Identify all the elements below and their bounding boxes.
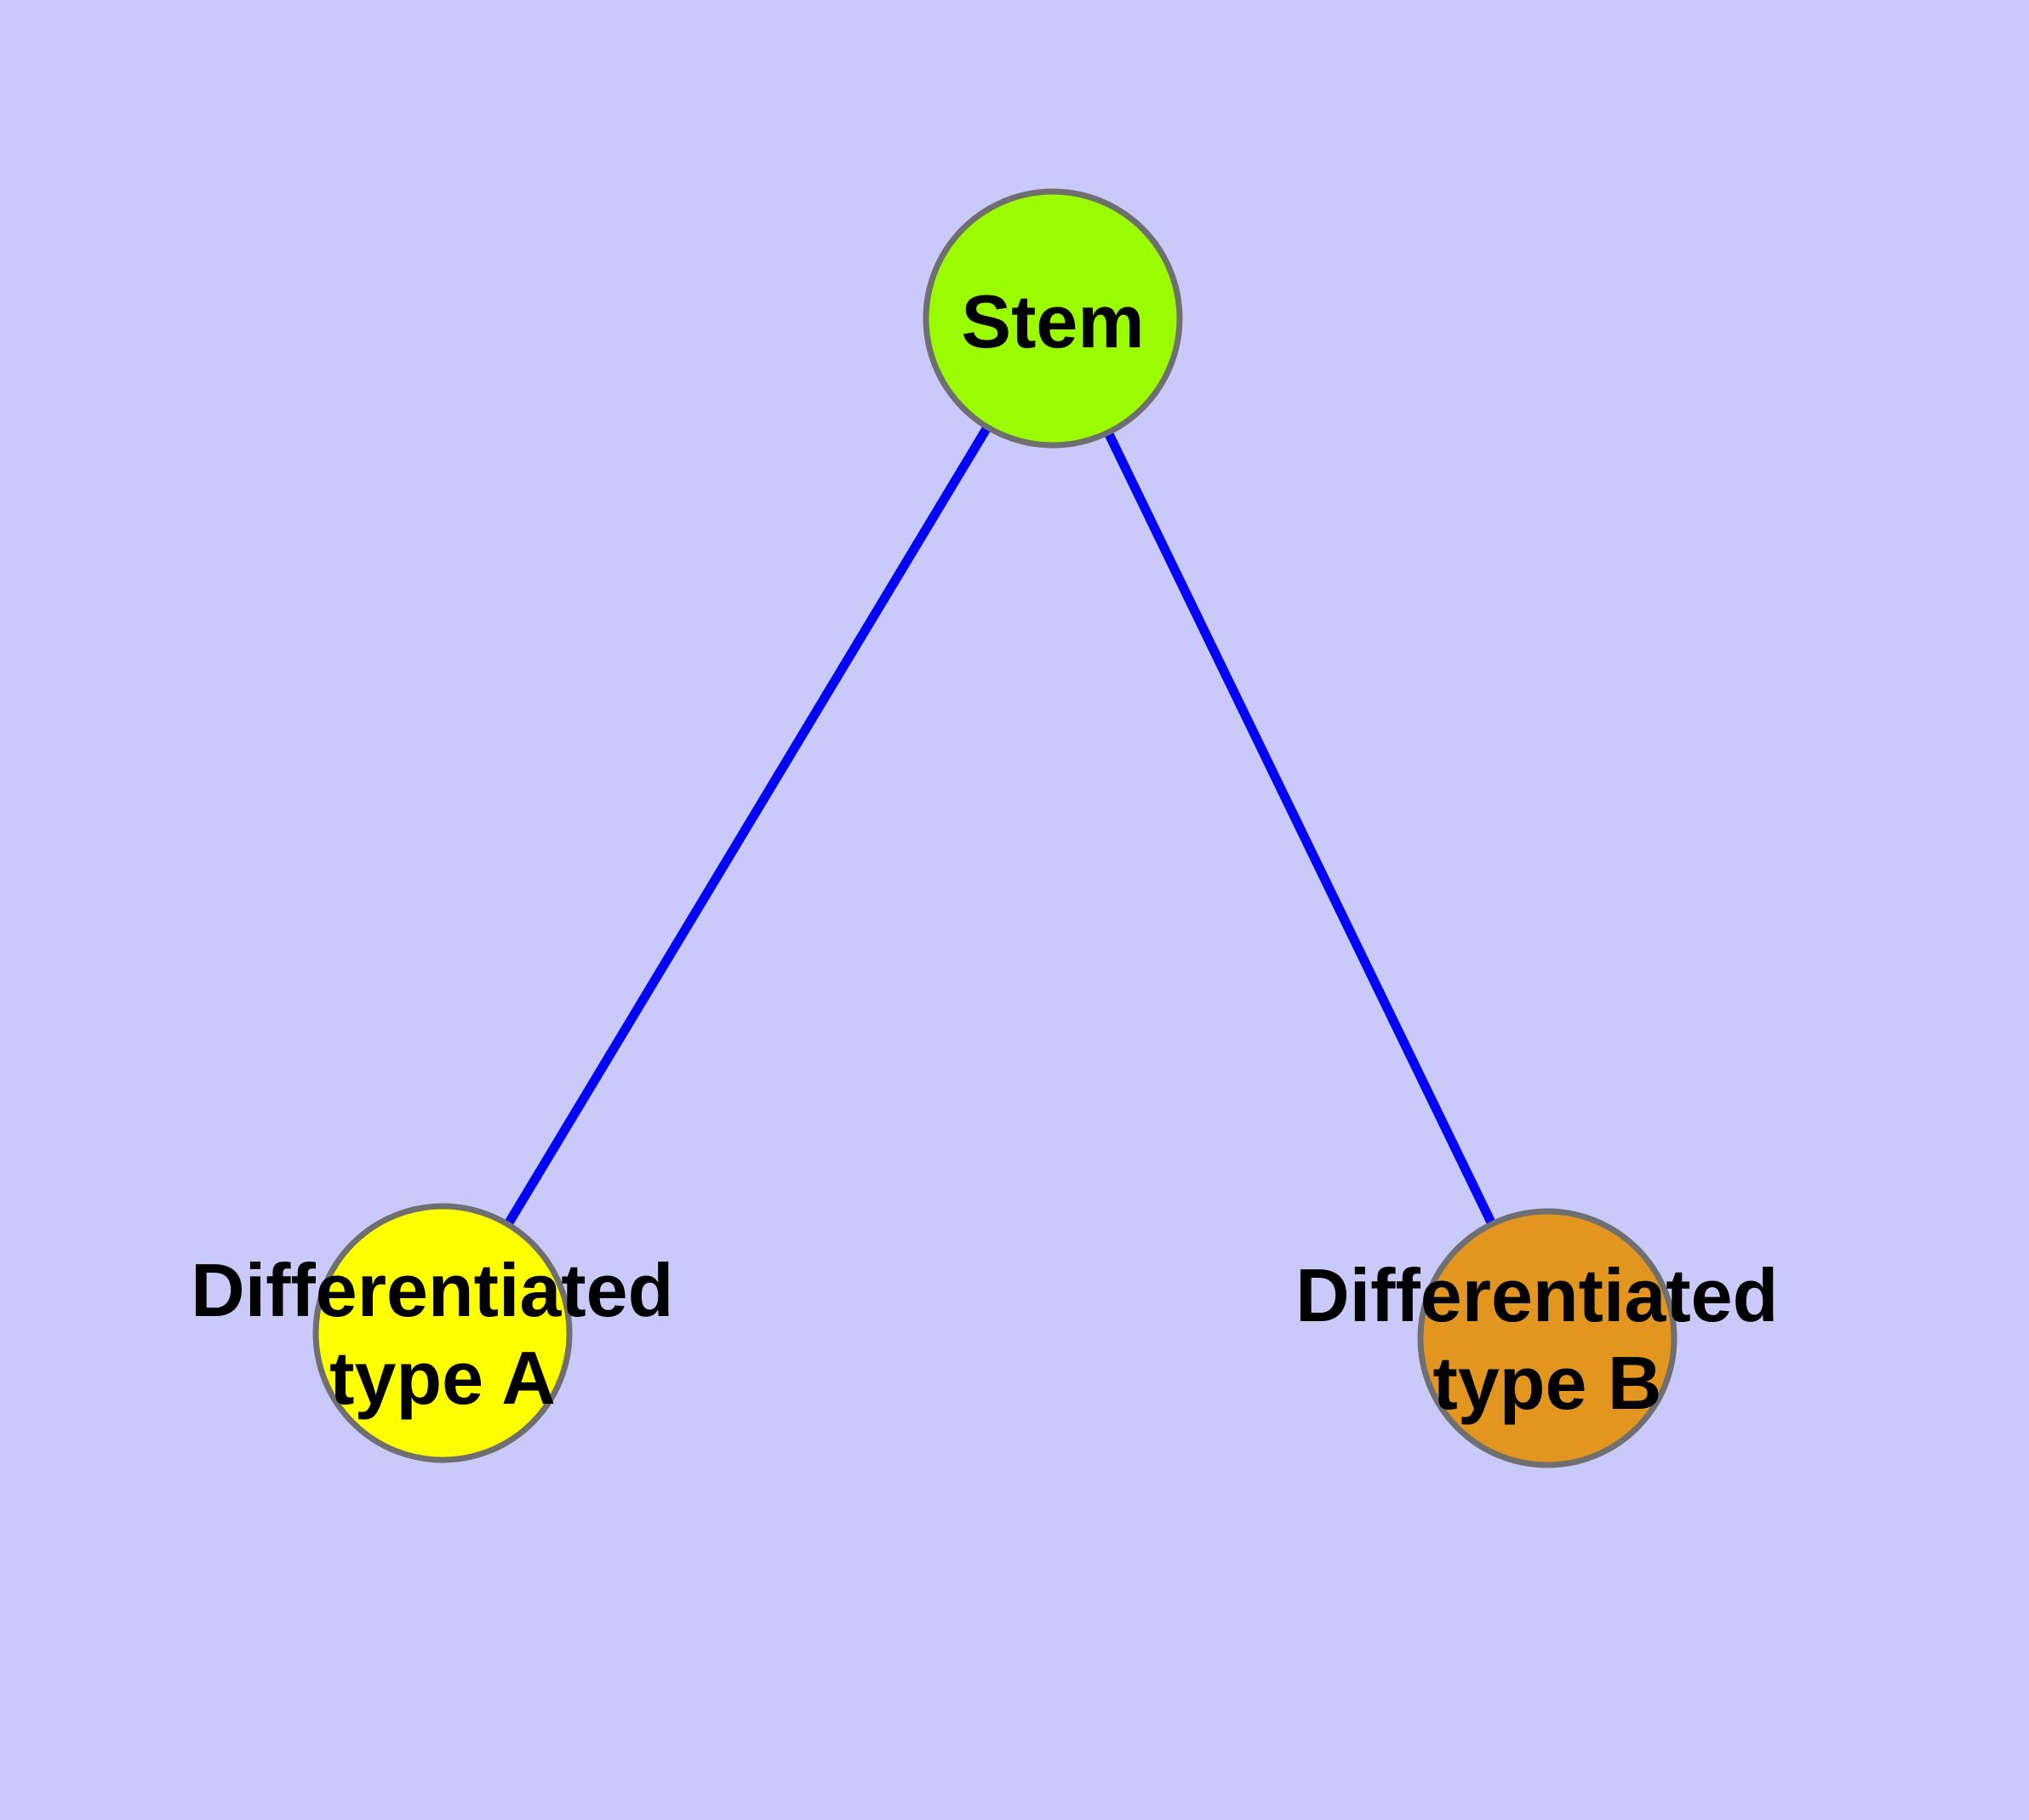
differentiated-type-b-label-line1: Differentiated <box>1295 1253 1778 1337</box>
edge-stem-to-differentiated-type-a <box>438 316 1057 1336</box>
differentiated-type-a-label-line1: Differentiated <box>191 1248 673 1332</box>
node-differentiated-type-b: Differentiated type B <box>1295 1208 1799 1468</box>
differentiated-type-a-node-circle <box>312 1203 573 1463</box>
differentiated-type-b-label-line2: type B <box>1433 1341 1662 1425</box>
differentiated-type-b-node-circle <box>1417 1208 1677 1468</box>
stem-node-circle <box>923 188 1183 449</box>
differentiated-type-b-node-label: Differentiated type B <box>1295 1253 1799 1425</box>
stem-node-label: Stem <box>961 279 1144 363</box>
differentiated-type-a-node-label: Differentiated type A <box>191 1248 694 1420</box>
node-stem: Stem <box>923 188 1183 449</box>
differentiated-type-a-label-line2: type A <box>329 1336 556 1420</box>
edge-stem-to-differentiated-type-b <box>1049 316 1552 1341</box>
node-differentiated-type-a: Differentiated type A <box>191 1203 694 1463</box>
